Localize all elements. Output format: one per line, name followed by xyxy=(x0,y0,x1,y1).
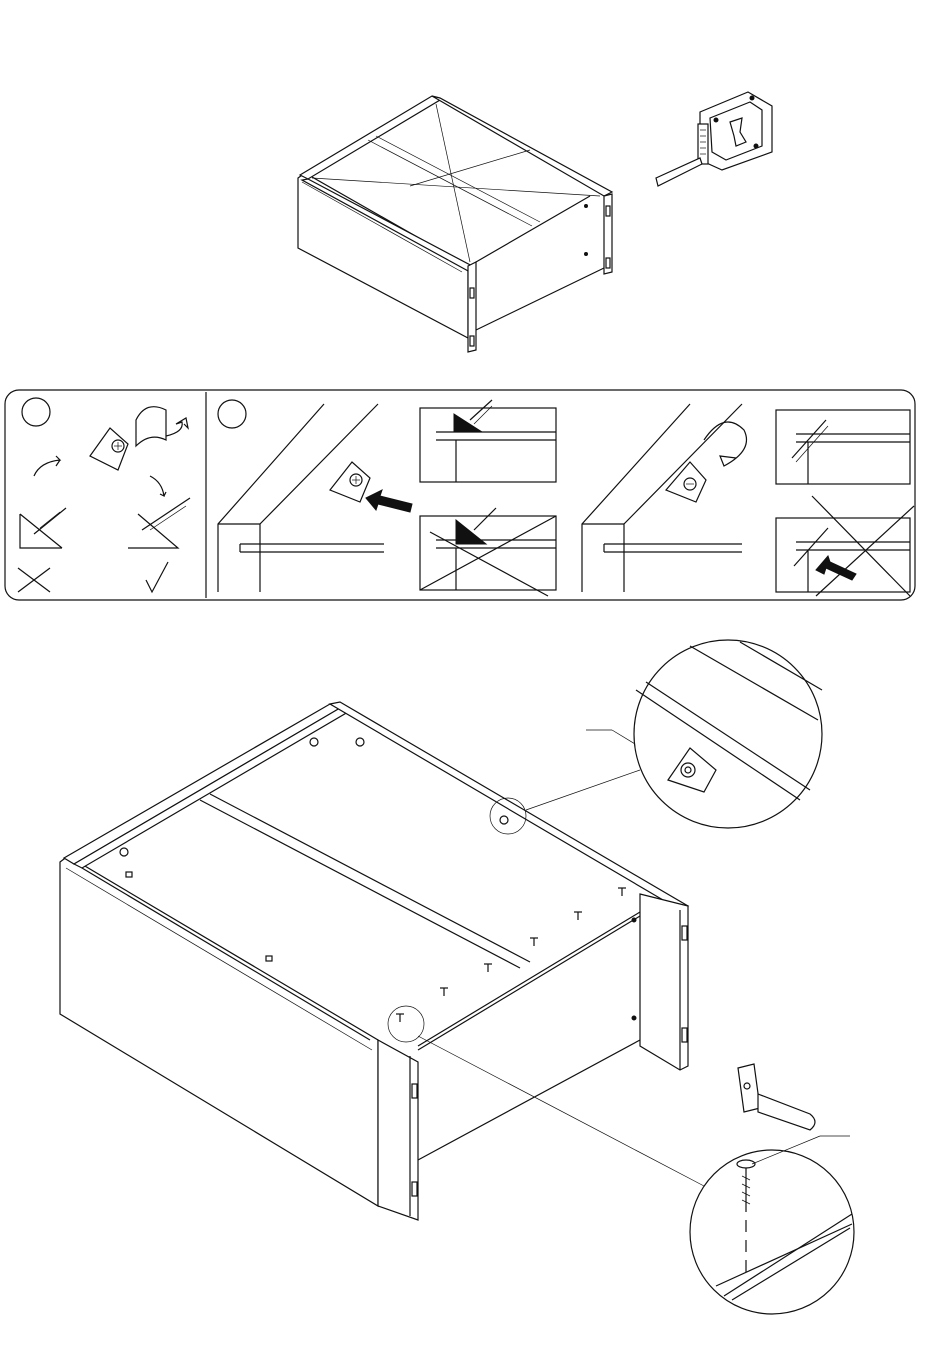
nail-detail xyxy=(690,1136,854,1314)
step-number-circle xyxy=(22,398,50,426)
main-assembly xyxy=(60,702,704,1220)
corner-block-detail xyxy=(634,640,822,828)
detail-strip xyxy=(5,390,915,600)
overview-cabinet xyxy=(298,96,612,352)
step-number-circle xyxy=(218,400,246,428)
nail-row xyxy=(396,888,626,1022)
hammer-icon xyxy=(738,1064,815,1130)
tape-measure-icon xyxy=(656,92,772,186)
